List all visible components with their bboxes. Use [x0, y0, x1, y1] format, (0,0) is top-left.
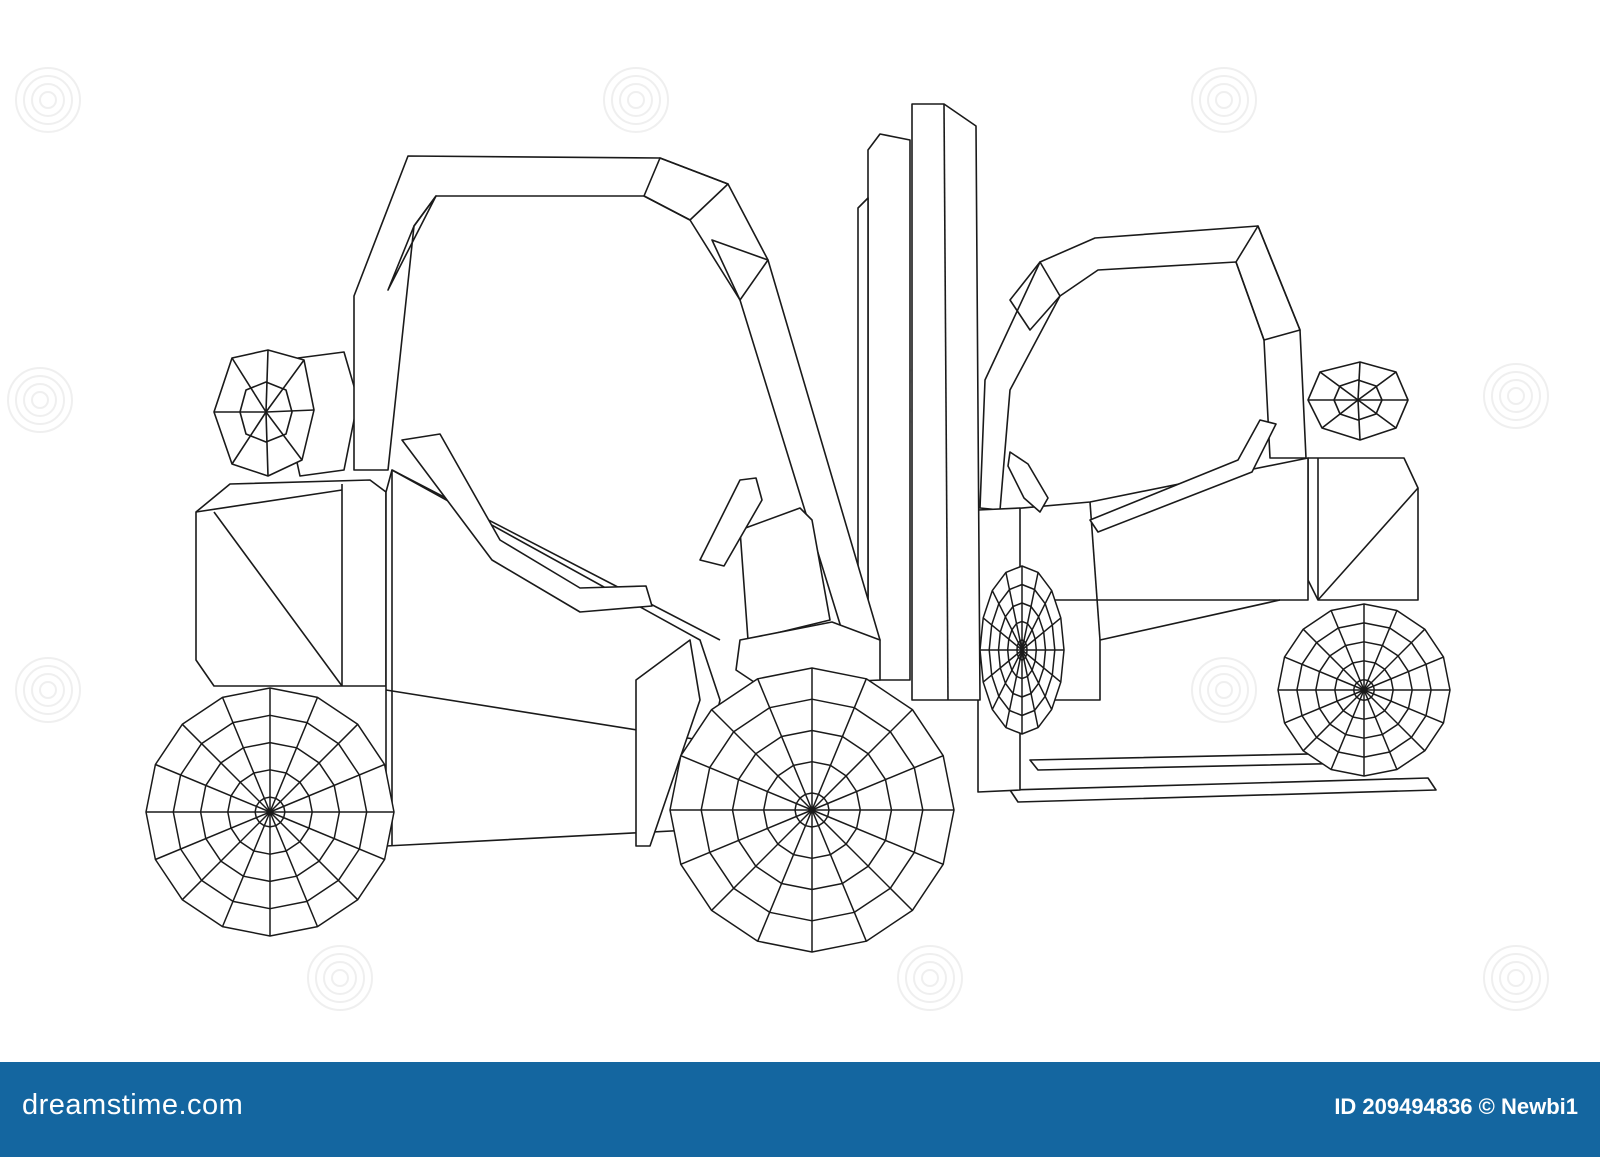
mast-edge [943, 103, 949, 701]
front-wheel-small-hidden [979, 565, 1065, 735]
body-line [1089, 501, 1101, 641]
spiral-watermark-icon [1483, 363, 1549, 429]
cab-corner [387, 195, 437, 291]
spiral-watermark-icon [1191, 67, 1257, 133]
wireframe-forklift-large [195, 155, 881, 847]
steering-wheel-small [1007, 451, 1049, 513]
spiral-watermark-icon [897, 945, 963, 1011]
cab-corner [1009, 261, 1061, 331]
spiral-watermark-icon [307, 945, 373, 1011]
fork-blade-lower [1009, 777, 1437, 803]
front-wheel-large [669, 667, 955, 953]
steering-column [739, 507, 831, 641]
watermark-layer [7, 67, 1549, 1011]
wireframe-forklift-small [979, 225, 1437, 803]
mast-rail-back [867, 133, 911, 681]
spiral-watermark-icon [15, 657, 81, 723]
counterweight-diagonal [213, 511, 343, 687]
spiral-watermark-icon [1483, 945, 1549, 1011]
cab-corner [711, 239, 769, 301]
rear-wheel-large [145, 687, 395, 937]
footer-bar: dreamstime.com ID 209494836 © Newbi1 [0, 1062, 1600, 1157]
wheels-layer [145, 565, 1451, 953]
counterweight-diagonal [1317, 487, 1419, 601]
rear-wheel-small [1277, 603, 1451, 777]
rear-light-small [1307, 361, 1409, 441]
counterweight-small [1307, 457, 1419, 601]
spiral-watermark-icon [1191, 657, 1257, 723]
spiral-watermark-icon [603, 67, 669, 133]
spiral-watermark-icon [7, 367, 73, 433]
spiral-watermark-icon [15, 67, 81, 133]
forklift-wireframe-illustration [7, 67, 1549, 1011]
rear-light-large [213, 349, 359, 477]
counterweight-top [195, 489, 343, 513]
image-credit: ID 209494836 © Newbi1 [1334, 1094, 1578, 1119]
front-fender [735, 621, 881, 687]
cab-corner [1235, 225, 1301, 341]
steering-wheel-large [699, 477, 763, 567]
cab-corner [643, 157, 729, 221]
counterweight-large [195, 479, 387, 687]
seat-small [1089, 419, 1277, 533]
mast-tilt-bracket [635, 639, 701, 847]
seat-large [401, 433, 653, 613]
brand-logo[interactable]: dreamstime.com [22, 1089, 244, 1121]
